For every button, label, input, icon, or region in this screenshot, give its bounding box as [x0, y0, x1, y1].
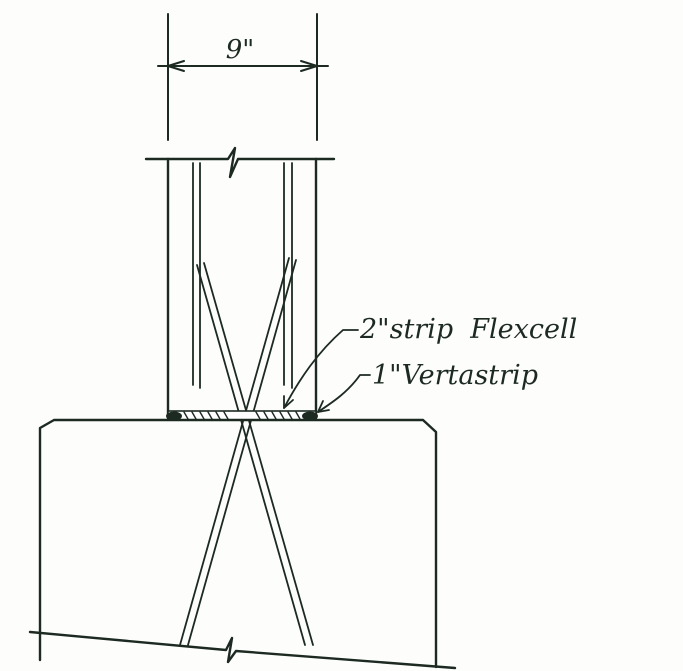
- dimension-label: 9": [226, 35, 255, 65]
- flexcell-label: 2"strip Flexcell: [359, 314, 577, 345]
- dimension-line: [157, 60, 329, 72]
- top-break-line: [144, 146, 336, 179]
- crossing-dowel-bars: [179, 257, 314, 646]
- dimension-extension-lines: [167, 13, 318, 141]
- vertastrip-label: 1"Vertastrip: [372, 360, 538, 391]
- flexcell-leader: [283, 329, 359, 409]
- lower-member: [38, 418, 438, 669]
- joint-strip: [166, 410, 318, 421]
- vertastrip-leader: [317, 374, 371, 413]
- upper-member: [166, 157, 318, 420]
- bottom-break-line: [28, 630, 457, 670]
